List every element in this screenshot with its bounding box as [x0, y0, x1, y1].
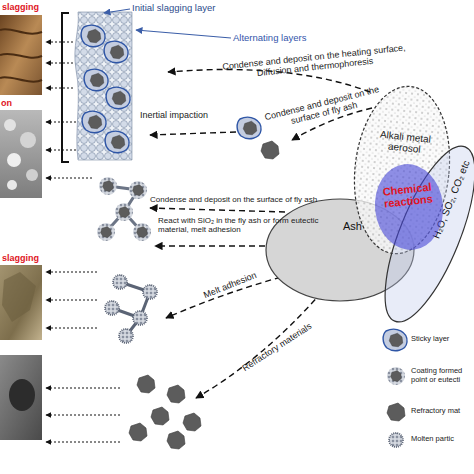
legend-entry: Sticky layer — [411, 335, 474, 344]
mechanism-label: Condense and deposit on the surface of f… — [150, 195, 355, 204]
particle-pair — [237, 117, 279, 159]
illustration-use — [261, 141, 279, 159]
mechanism-label: Initial slagging layer — [132, 3, 237, 14]
illustration-line — [46, 415, 120, 416]
illustration-use — [237, 117, 261, 138]
illustration-use — [389, 433, 403, 447]
node-shape — [367, 136, 474, 333]
illustration-line — [46, 328, 97, 329]
illustration-circle — [26, 169, 38, 181]
pointer-arrow — [136, 30, 231, 38]
node-text: Ash — [343, 220, 362, 232]
illustration-path — [75, 12, 132, 160]
photo-label: slagging — [2, 2, 62, 12]
illustration-use — [133, 223, 151, 241]
illustration-use — [167, 385, 185, 403]
mechanism-label: Condense and deposit on the heating surf… — [211, 41, 417, 83]
photo-label: on — [1, 98, 31, 108]
illustration-line — [46, 300, 97, 301]
deposit-layer — [75, 12, 132, 160]
mechanism-label: Alternating layers — [233, 33, 333, 44]
illustration-use — [357, 253, 375, 271]
illustration-circle — [20, 132, 36, 148]
illustration-use — [151, 407, 169, 425]
illustration-use — [97, 223, 115, 241]
legend-icons — [383, 329, 407, 447]
coated-cluster — [97, 177, 151, 241]
legend-entry: Coating formed point or eutecti — [411, 367, 474, 384]
refractory-cluster — [129, 375, 201, 449]
illustration-line — [46, 388, 120, 389]
illustration-use — [167, 431, 185, 449]
illustration-use — [115, 203, 133, 221]
illustration-circle — [7, 180, 17, 190]
illustration-path — [150, 208, 285, 212]
illustration-rect — [0, 15, 42, 95]
illustration-use — [129, 423, 147, 441]
illustration-rect — [0, 265, 42, 340]
illustration-line — [46, 88, 73, 89]
illustration-use — [119, 329, 133, 343]
illustration-use — [143, 285, 157, 299]
illustration-rect — [0, 355, 42, 440]
illustration-use — [99, 177, 117, 195]
illustration-use — [104, 41, 128, 62]
illustration-use — [383, 329, 407, 350]
legend-text: Sticky layer — [411, 334, 449, 343]
illustration-use — [106, 87, 130, 108]
illustration-use — [113, 275, 127, 289]
illustration-path — [0, 29, 42, 82]
mechanism-label: Melt adhesion — [191, 265, 269, 305]
pointer-arrow — [104, 9, 130, 13]
illustration-path — [2, 272, 36, 322]
molten-cluster — [105, 275, 157, 343]
illustration-line — [46, 178, 92, 179]
illustration-use — [387, 367, 405, 385]
illustration-use — [183, 413, 201, 431]
illustration-line — [46, 442, 120, 443]
illustration-line — [46, 272, 97, 273]
mechanism-label: Refractory materials — [228, 313, 326, 382]
illustration-use — [285, 229, 309, 250]
legend-entry: Molten partic — [411, 435, 474, 444]
illustration-use — [105, 301, 119, 315]
illustration-use — [84, 69, 108, 90]
illustration-use — [289, 269, 303, 283]
illustration-path — [196, 292, 322, 398]
illustration-use — [137, 375, 155, 393]
illustration-ellipse — [9, 379, 35, 411]
illustration-use — [129, 181, 147, 199]
illustration-line — [46, 42, 73, 43]
illustration-use — [387, 403, 405, 421]
legend-text: Refractory mat — [411, 406, 460, 415]
mechanism-label: React with SiO₂ in the fly ash or form e… — [158, 216, 343, 234]
illustration-path — [150, 132, 236, 135]
illustration-circle — [7, 153, 21, 167]
mechanism-label: Inertial impaction — [140, 110, 235, 120]
illustration-use — [82, 111, 106, 132]
illustration-use — [309, 253, 327, 271]
legend-entry: Refractory mat — [411, 407, 474, 416]
legend-text: Coating formed point or eutecti — [411, 366, 462, 384]
bracket — [62, 13, 69, 162]
illustration-line — [46, 63, 73, 64]
photo-label: slagging — [2, 253, 62, 263]
illustration-use — [105, 131, 129, 152]
reaction-region: Chemical reactions — [370, 160, 449, 255]
photo-column — [0, 15, 42, 440]
illustration-circle — [4, 119, 16, 131]
illustration-rect — [0, 110, 42, 198]
illustration-use — [133, 311, 147, 325]
illustration-use — [81, 25, 105, 46]
illustration-use — [333, 275, 347, 289]
legend-text: Molten partic — [411, 434, 454, 443]
